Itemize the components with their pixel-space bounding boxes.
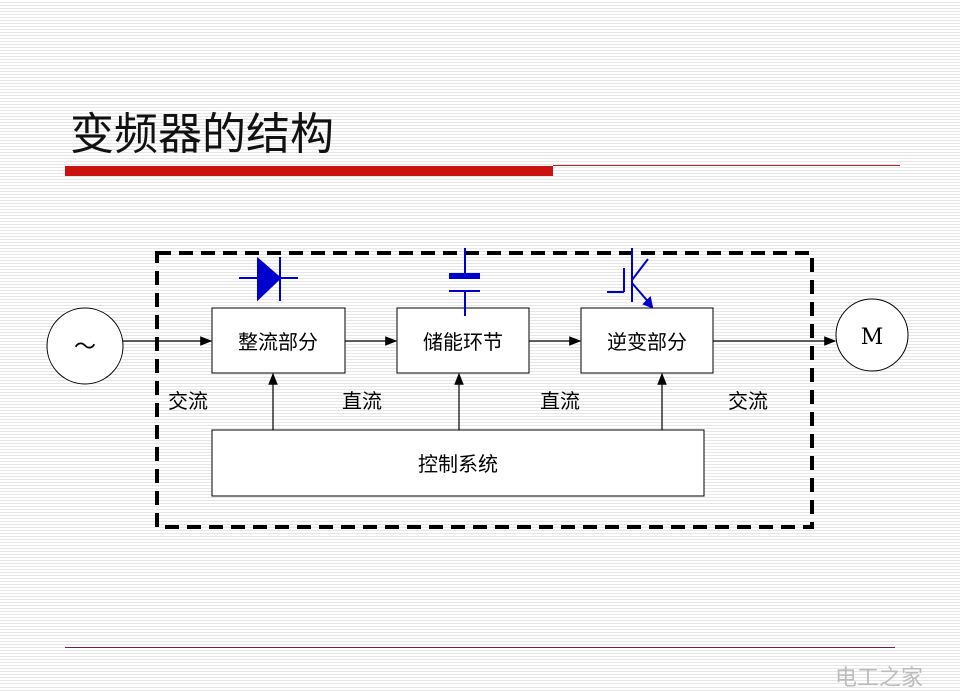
title-underline-line [553,165,900,166]
rectifier-block [211,307,346,374]
inverter-label: 逆变部分 [607,330,687,354]
title-underline-bar [65,166,553,176]
ac-input-label: 交流 [168,389,208,413]
flow-arrows [123,336,837,430]
ac-source-symbol: ～ [74,335,96,360]
storage-label: 储能环节 [423,330,503,354]
dc-label-2: 直流 [540,389,580,413]
motor-circle [835,298,909,372]
igbt-icon [607,248,654,309]
control-system-label: 控制系统 [418,452,498,476]
rectifier-label: 整流部分 [238,330,318,354]
footer-line [65,647,895,648]
storage-block [396,307,530,374]
control-system-block [211,429,705,497]
watermark: 电工之家 [835,666,924,691]
motor-label: M [861,325,884,350]
dc-label-1: 直流 [342,389,382,413]
ac-source-circle [46,307,124,385]
dashed-boundary [155,251,814,529]
capacitor-icon [449,248,480,316]
diode-icon [239,256,298,302]
ac-output-label: 交流 [728,389,768,413]
slide-title: 变频器的结构 [70,109,334,160]
